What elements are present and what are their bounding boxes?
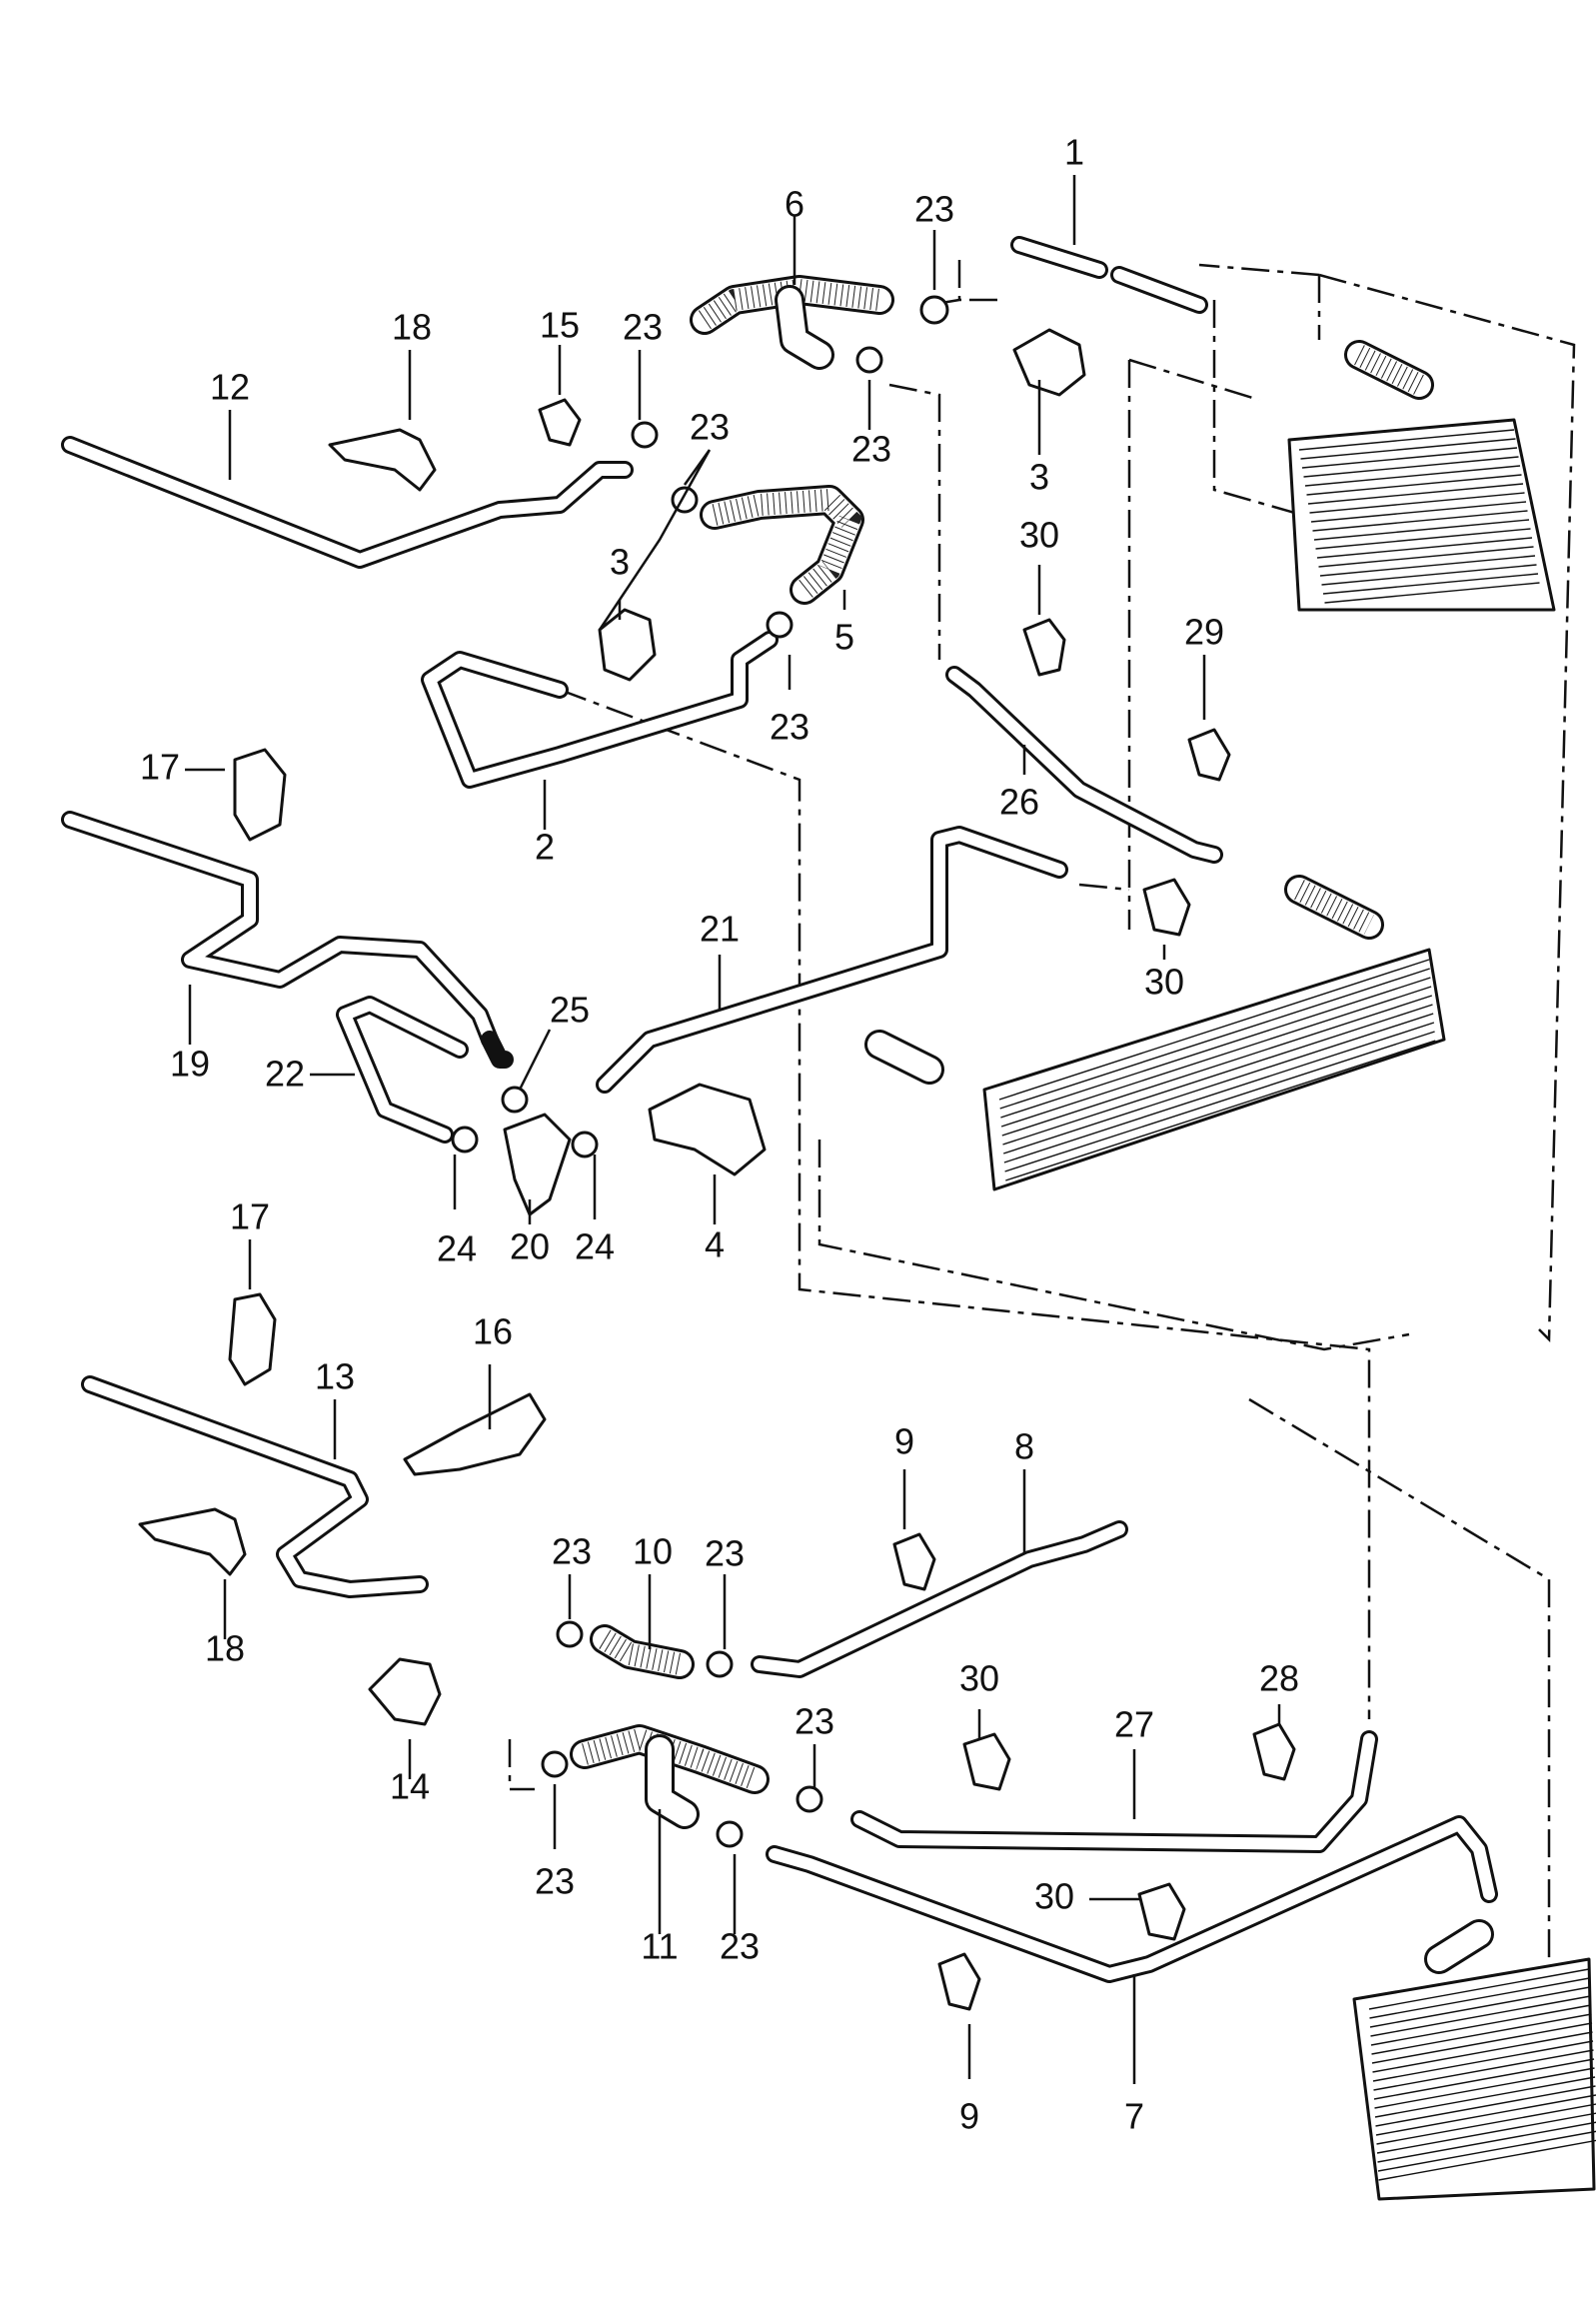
callout-9: 9 <box>959 2096 979 2137</box>
radiator-bottom-right <box>1352 1957 1596 2201</box>
callout-8: 8 <box>1014 1426 1034 1467</box>
callout-23: 23 <box>720 1926 760 1967</box>
callout-13: 13 <box>315 1356 355 1397</box>
callout-23: 23 <box>535 1861 575 1902</box>
small-parts <box>138 295 1296 2011</box>
callout-28: 28 <box>1259 1658 1299 1699</box>
callout-9: 9 <box>894 1421 914 1462</box>
callout-23: 23 <box>770 707 809 748</box>
callout-3: 3 <box>610 542 630 583</box>
callout-16: 16 <box>473 1311 513 1352</box>
callout-23: 23 <box>705 1533 745 1574</box>
callout-23: 23 <box>851 429 891 470</box>
callout-30: 30 <box>959 1658 999 1699</box>
callout-27: 27 <box>1114 1704 1154 1745</box>
callout-7: 7 <box>1124 2096 1144 2137</box>
callout-10: 10 <box>633 1531 673 1572</box>
callout-6: 6 <box>785 184 804 225</box>
callout-5: 5 <box>834 617 854 658</box>
oil-cooler-center <box>982 948 1446 1191</box>
callout-2: 2 <box>535 827 555 868</box>
callout-18: 18 <box>392 307 432 348</box>
callout-19: 19 <box>170 1044 210 1085</box>
callout-24: 24 <box>575 1226 615 1267</box>
callout-11: 11 <box>641 1926 678 1967</box>
callout-23: 23 <box>914 189 954 230</box>
callout-23: 23 <box>623 307 663 348</box>
callout-18: 18 <box>205 1628 245 1669</box>
callout-1: 1 <box>1064 132 1084 173</box>
callout-23: 23 <box>552 1531 592 1572</box>
callout-23: 23 <box>690 407 730 448</box>
pipes <box>61 236 1498 1983</box>
callout-30: 30 <box>1019 515 1059 556</box>
callout-22: 22 <box>265 1054 305 1095</box>
radiator-top-right <box>1287 418 1556 612</box>
callout-30: 30 <box>1144 962 1184 1003</box>
callout-17: 17 <box>230 1196 270 1237</box>
callout-23: 23 <box>795 1701 834 1742</box>
callout-15: 15 <box>540 305 580 346</box>
callout-21: 21 <box>700 909 740 950</box>
callout-4: 4 <box>705 1224 725 1265</box>
callout-29: 29 <box>1184 612 1224 653</box>
callout-14: 14 <box>390 1766 430 1807</box>
callout-25: 25 <box>550 990 590 1031</box>
callout-17: 17 <box>140 747 180 788</box>
callout-24: 24 <box>437 1228 477 1269</box>
leader-lines <box>185 175 1281 2084</box>
callout-3: 3 <box>1029 457 1049 498</box>
callout-20: 20 <box>510 1226 550 1267</box>
callout-12: 12 <box>210 367 250 408</box>
callout-26: 26 <box>999 782 1039 823</box>
callout-30: 30 <box>1034 1876 1074 1917</box>
callout-labels: 1 6 23 18 15 23 12 23 23 3 30 3 5 29 23 … <box>140 132 1299 2137</box>
